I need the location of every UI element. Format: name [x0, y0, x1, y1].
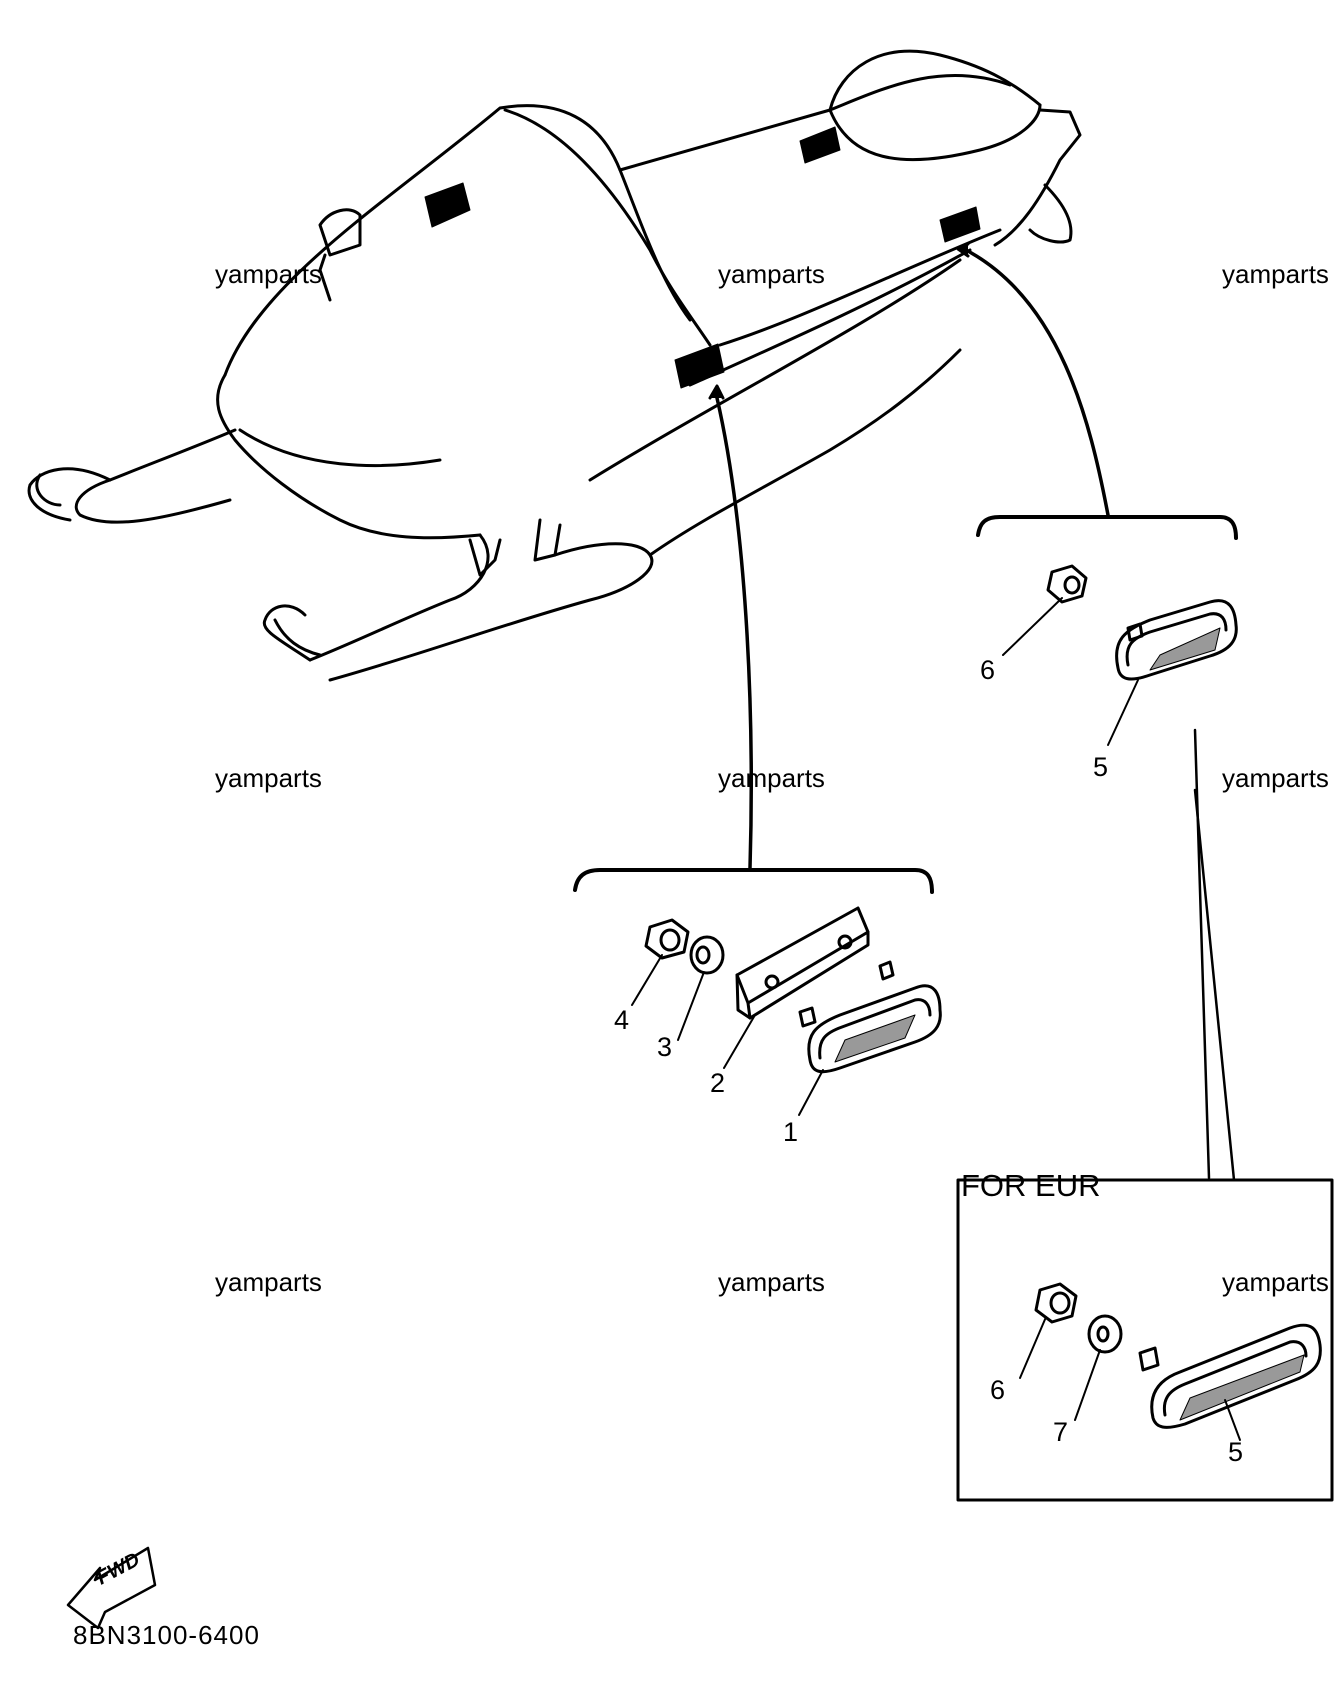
reflector-part-1 [798, 960, 942, 1074]
watermark: yamparts [718, 259, 825, 289]
body-reflector-pad [939, 206, 981, 243]
watermark: yamparts [215, 259, 322, 289]
connector-line [1193, 728, 1211, 1180]
bracket-front-group [573, 868, 934, 894]
eur-nut-part-6 [1034, 1282, 1078, 1324]
callout-7-eur: 7 [1053, 1417, 1069, 1447]
callout-6: 6 [980, 655, 996, 685]
bracket-rear-group [976, 515, 1238, 540]
leader-arrow-front [708, 384, 753, 870]
eur-box-title: FOR EUR [961, 1168, 1101, 1203]
watermark: yamparts [1222, 259, 1329, 289]
callout-5-eur: 5 [1228, 1437, 1244, 1467]
watermark: yamparts [1222, 763, 1329, 793]
reflector-part-5 [1115, 599, 1238, 681]
connector-line [1193, 788, 1236, 1182]
watermark: yamparts [215, 1267, 322, 1297]
leader-line [1107, 679, 1139, 746]
leader-line [1074, 1349, 1101, 1421]
watermark: yamparts [718, 763, 825, 793]
eur-reflector-part-5 [1138, 1323, 1322, 1429]
callout-6-eur: 6 [990, 1375, 1006, 1405]
watermark: yamparts [1222, 1267, 1329, 1297]
washer-part-3 [689, 935, 725, 975]
plate-part-2 [735, 906, 870, 1020]
body-reflector-pad [424, 182, 471, 228]
eur-washer-part-7 [1087, 1314, 1123, 1354]
diagram-code: 8BN3100-6400 [73, 1620, 260, 1650]
nut-part-6 [1046, 564, 1088, 604]
leader-line [677, 971, 705, 1041]
watermark: yamparts [215, 763, 322, 793]
leader-line [1019, 1316, 1047, 1379]
body-reflector-pad [799, 126, 841, 164]
fwd-arrow-icon [66, 1546, 157, 1630]
leader-line [723, 1014, 756, 1069]
eur-variant-box [956, 1178, 1334, 1502]
callout-3: 3 [657, 1032, 673, 1062]
watermark: yamparts [718, 1267, 825, 1297]
leader-line [798, 1069, 824, 1116]
callout-2: 2 [710, 1068, 726, 1098]
body-reflector-pad [674, 343, 725, 389]
callout-5: 5 [1093, 752, 1109, 782]
leader-arrow-rear [956, 242, 1110, 517]
leader-line [1002, 597, 1063, 656]
leader-line [1224, 1399, 1241, 1441]
callout-1: 1 [783, 1117, 799, 1147]
snowmobile-illustration [27, 49, 1082, 682]
leader-line [631, 954, 663, 1006]
nut-part-4 [644, 918, 690, 960]
callout-4: 4 [614, 1005, 630, 1035]
